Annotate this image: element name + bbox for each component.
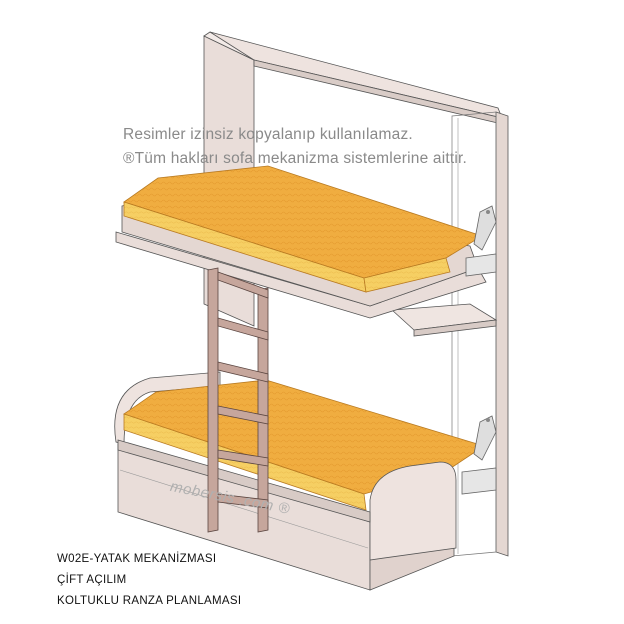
watermark-rights-notice: ®Tüm hakları sofa mekanizma sistemlerine… [123,150,468,167]
watermark-copyright-notice: Resimler izinsiz kopyalanıp kullanılamaz… [123,126,413,143]
cabinet-right-panel [451,111,509,557]
caption-model: W02E-YATAK MEKANİZMASI [57,553,217,565]
middle-shelf [391,303,498,337]
lower-mechanism [461,415,497,495]
lower-sofa-front-arm [117,439,457,561]
ladder [207,267,269,533]
upper-mattress [123,165,483,293]
upper-mechanism [465,205,497,277]
caption-layout: KOLTUKLU RANZA PLANLAMASI [57,595,242,607]
caption-opening: ÇİFT AÇILIM [57,574,127,586]
